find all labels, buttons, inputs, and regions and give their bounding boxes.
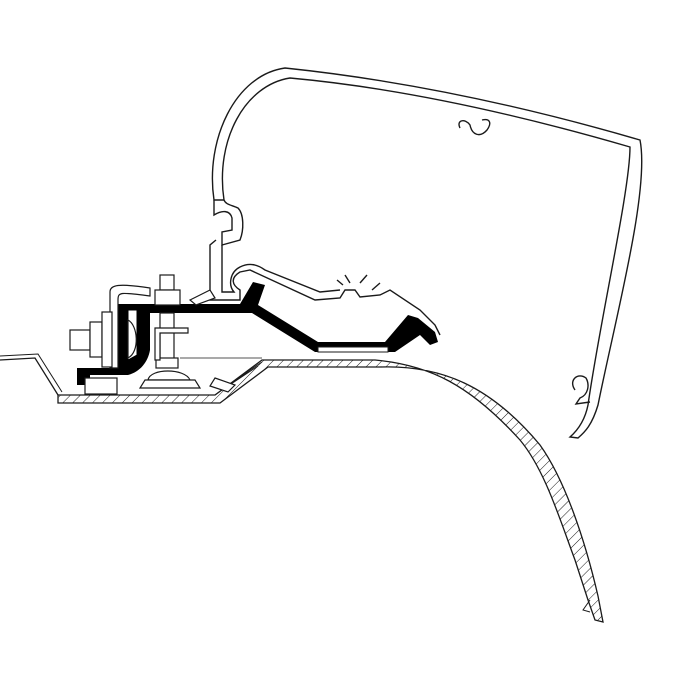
vehicle-roof [0,353,604,623]
bolt-assembly [69,274,262,395]
awning-casing [209,67,643,439]
